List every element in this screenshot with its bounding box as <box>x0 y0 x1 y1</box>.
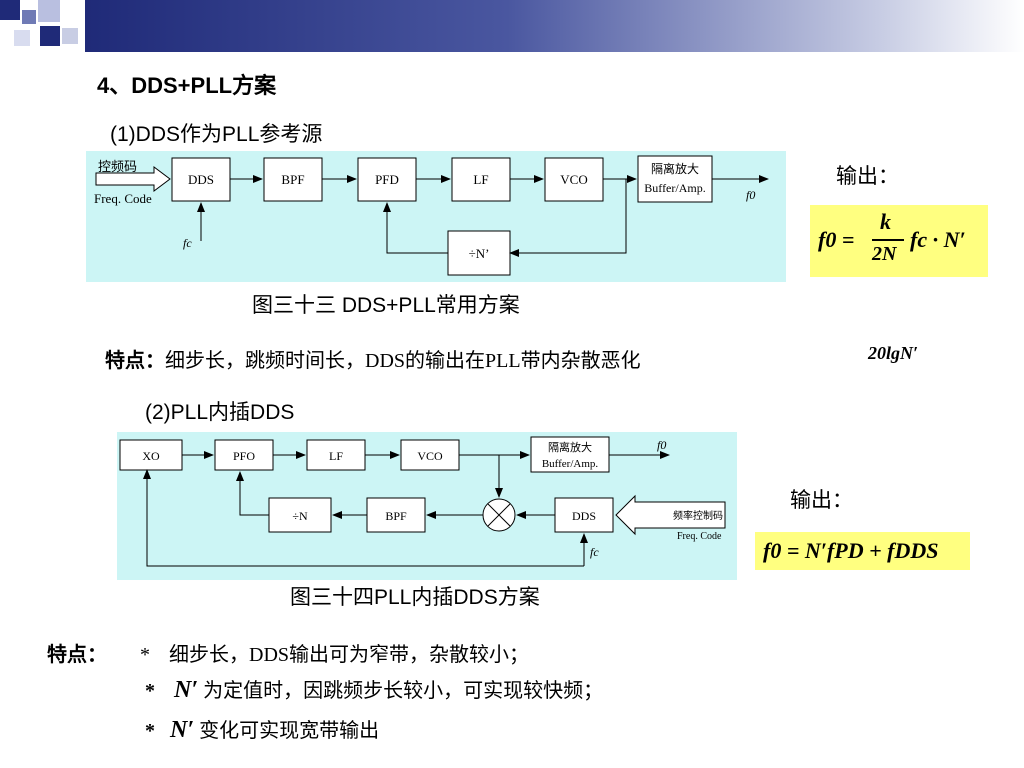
section1-title: (1)DDS作为PLL参考源 <box>110 123 323 146</box>
freq-control-arrow <box>615 494 726 536</box>
bullet-3: * N′ 变化可实现宽带输出 <box>145 714 379 744</box>
divider-label: ÷N’ <box>469 246 490 261</box>
formula2-box: f0 = N′fPD + fDDS <box>755 532 970 570</box>
formula1-numerator: k <box>880 209 891 234</box>
diagram1-svg: 控频码 Freq. Code DDS BPF PFD LF VCO 隔离放大 B… <box>94 155 769 276</box>
freq-control-en: Freq. Code <box>677 531 722 542</box>
section2-title: (2)PLL内插DDS <box>145 401 295 424</box>
bullet-2: * N′ 为定值时，因跳频步长较小，可实现较快频； <box>145 674 603 704</box>
figure33-caption: 图三十三 DDS+PLL常用方案 <box>252 294 520 317</box>
feature1-label: 特点： <box>105 350 165 372</box>
dds-block-label: DDS <box>188 172 214 187</box>
formula1-rhs: fc · N′ <box>910 227 966 252</box>
feature2-label: 特点： <box>47 644 107 666</box>
bullet-2-symbol: N′ <box>174 677 199 703</box>
formula2-text: f0 = N′fPD + fDDS <box>763 538 939 563</box>
freq-control-cn: 频率控制码 <box>673 509 723 522</box>
dds2-block <box>554 497 614 533</box>
output1-title: 输出： <box>836 164 899 188</box>
divider2-label: ÷N <box>292 509 308 523</box>
corner-square-dark2 <box>40 26 60 46</box>
vco-block <box>544 157 604 202</box>
pfd-block <box>357 157 417 202</box>
bullet-1: * 细步长，DDS输出可为窄带，杂散较小； <box>140 638 529 667</box>
bullet-1-text: 细步长，DDS输出可为窄带，杂散较小； <box>169 644 530 666</box>
bullet-1-mark: * <box>140 644 150 666</box>
vco-block-label: VCO <box>560 172 587 187</box>
title-bar-gradient <box>85 0 1024 52</box>
output2-f0-label: f0 <box>657 438 666 452</box>
clock2-fc-label: fc <box>590 545 599 559</box>
bpf2-block-label: BPF <box>385 509 407 523</box>
corner-square-light <box>38 0 60 22</box>
xo-block-label: XO <box>142 449 160 463</box>
feature1-text: 细步长，跳频时间长，DDS的输出在PLL带内杂散恶化 <box>165 350 641 372</box>
page-title: 4、DDS+PLL方案 <box>97 73 277 98</box>
formula1-denominator: 2N <box>872 243 897 265</box>
clock-fc-label: fc <box>183 236 192 250</box>
fraction-bar <box>872 239 904 241</box>
input-label-en: Freq. Code <box>94 191 152 206</box>
lf2-block-label: LF <box>329 449 343 463</box>
divider2-block <box>268 497 332 533</box>
diagram2-panel: XO PFO LF VCO 隔离放大 Buffer/Amp. f0 DDS BP… <box>117 432 737 580</box>
bullet-3-text: 变化可实现宽带输出 <box>199 720 380 742</box>
pfo-block-label: PFO <box>233 449 255 463</box>
output-f0-label: f0 <box>746 188 755 202</box>
buffer-block <box>637 155 713 203</box>
formula1-lhs: f0 = <box>818 227 855 252</box>
diagram2-svg: XO PFO LF VCO 隔离放大 Buffer/Amp. f0 DDS BP… <box>119 436 726 567</box>
input-label-cn: 控频码 <box>98 159 137 174</box>
dds2-block-label: DDS <box>572 509 596 523</box>
buffer-label-cn: 隔离放大 <box>651 161 699 176</box>
buffer2-block <box>530 436 610 473</box>
pfo-block <box>214 439 274 471</box>
xo-block <box>119 439 183 471</box>
bpf2-block <box>366 497 426 533</box>
feature1-line: 特点：细步长，跳频时间长，DDS的输出在PLL带内杂散恶化 <box>105 344 641 373</box>
diagram1-panel: 控频码 Freq. Code DDS BPF PFD LF VCO 隔离放大 B… <box>86 151 786 282</box>
dds-block <box>171 157 231 202</box>
bpf-block <box>263 157 323 202</box>
vco2-block <box>400 439 460 471</box>
output2-title: 输出： <box>790 488 853 512</box>
bullet-2-text: 为定值时，因跳频步长较小，可实现较快频； <box>203 680 604 702</box>
lf-block-label: LF <box>473 172 488 187</box>
bpf-block-label: BPF <box>281 172 304 187</box>
bullet-3-symbol: N′ <box>170 717 195 743</box>
buffer-label-en: Buffer/Amp. <box>644 181 705 195</box>
bullet-2-mark: * <box>145 680 155 702</box>
buffer2-label-en: Buffer/Amp. <box>542 458 599 470</box>
corner-square-dark <box>0 0 20 20</box>
vco2-block-label: VCO <box>417 449 443 463</box>
pfd-block-label: PFD <box>375 172 399 187</box>
figure34-caption: 图三十四PLL内插DDS方案 <box>290 586 540 609</box>
bullet-3-mark: * <box>145 720 155 742</box>
feature1-formula: 20lgN′ <box>868 343 919 363</box>
corner-square-faint <box>14 30 30 46</box>
input-arrow <box>95 166 171 192</box>
lf-block <box>451 157 511 202</box>
corner-square-mid <box>22 10 36 24</box>
buffer2-label-cn: 隔离放大 <box>548 440 592 454</box>
corner-square-light2 <box>62 28 78 44</box>
formula1-box: f0 = k 2N fc · N′ <box>810 205 988 277</box>
